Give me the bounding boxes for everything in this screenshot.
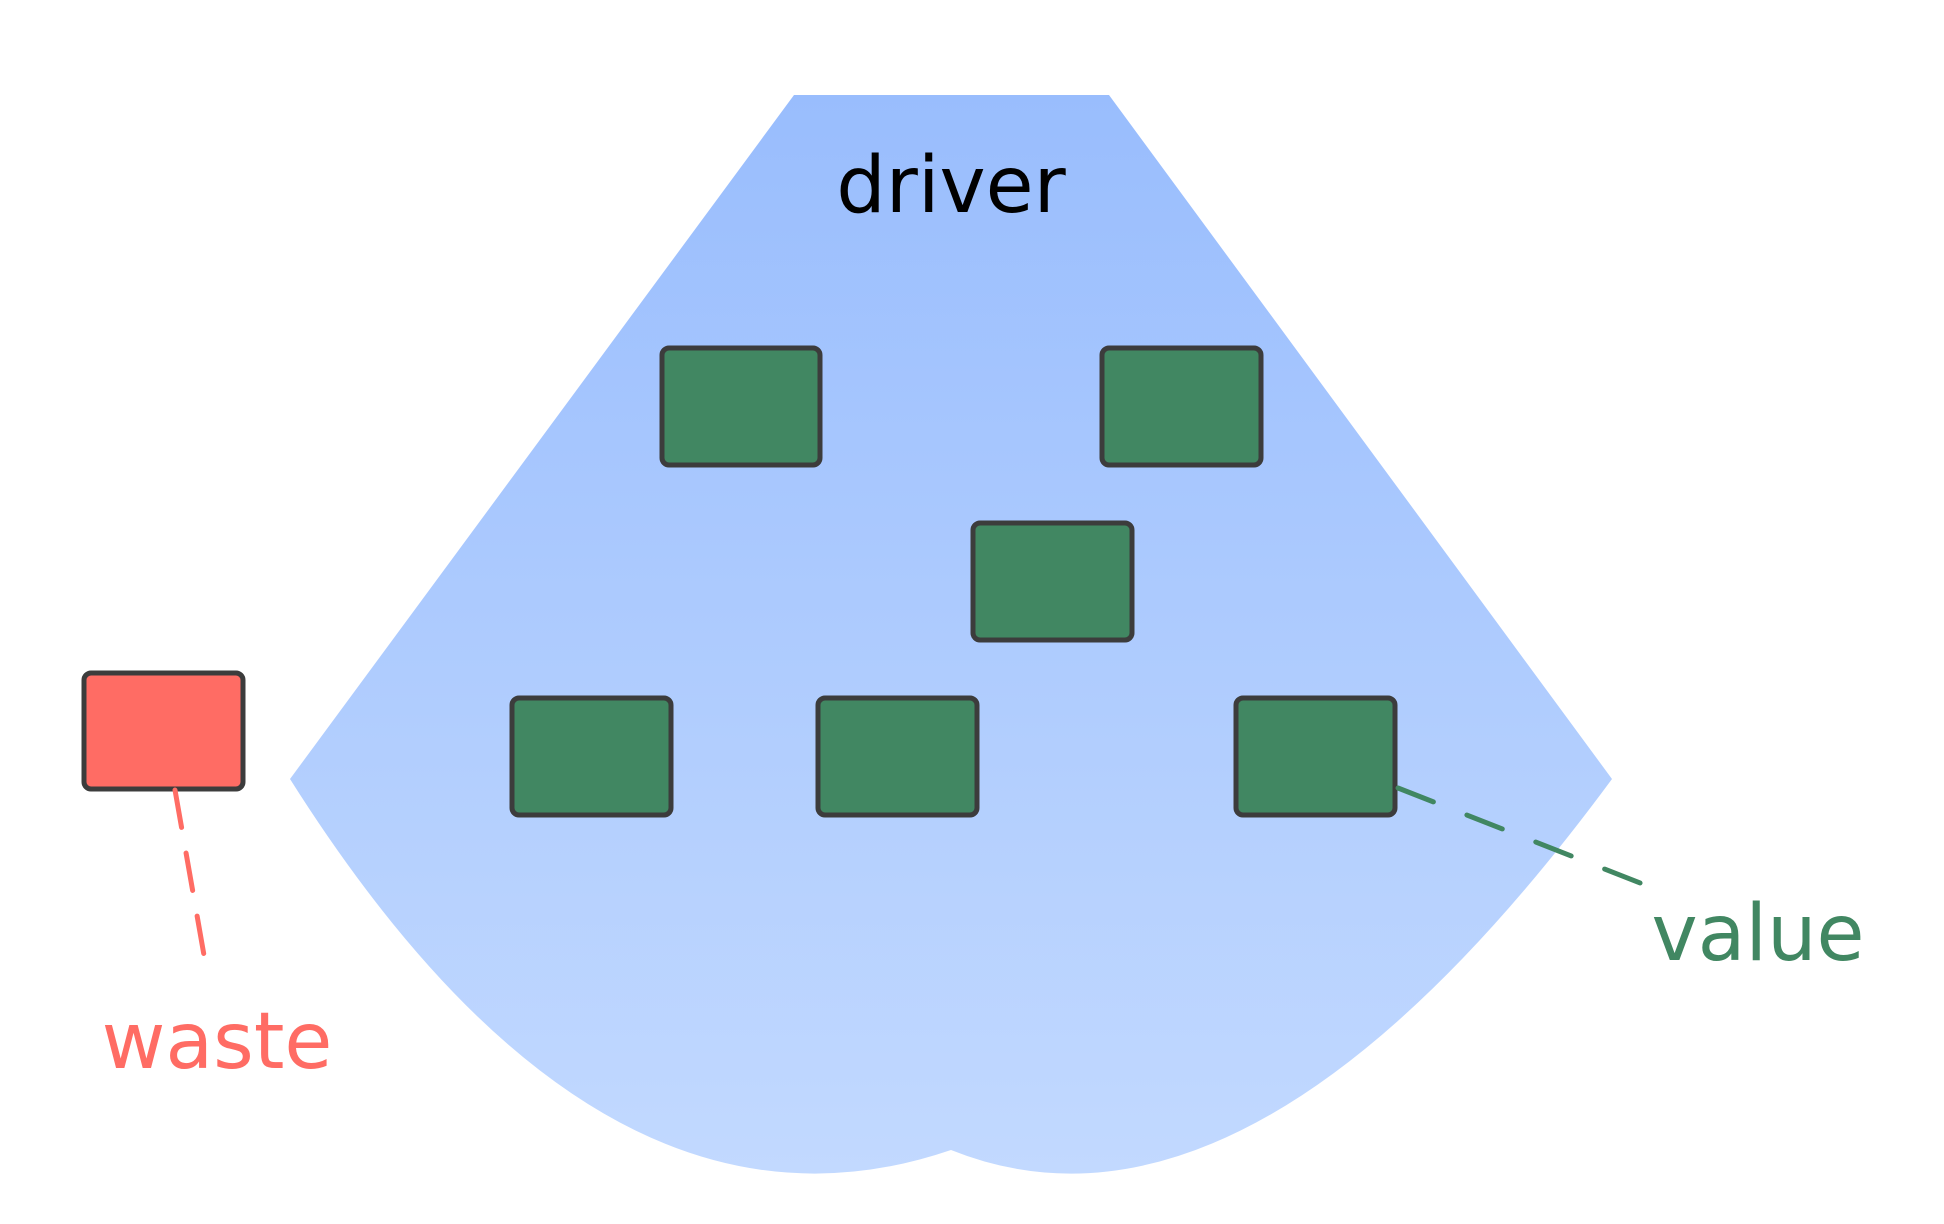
value-task-box <box>815 695 980 818</box>
value-task-box <box>1099 345 1264 468</box>
waste-connector <box>172 787 211 981</box>
value-label: value <box>1651 889 1864 979</box>
value-task-box <box>509 695 674 818</box>
value-task-box <box>970 520 1135 643</box>
value-task-box <box>659 345 823 468</box>
driver-label: driver <box>836 141 1066 231</box>
value-connector <box>1395 785 1661 893</box>
waste-task-box <box>81 670 246 792</box>
value-task-box <box>1233 695 1398 818</box>
driver-field <box>290 95 1612 1174</box>
waste-label: waste <box>102 997 333 1087</box>
